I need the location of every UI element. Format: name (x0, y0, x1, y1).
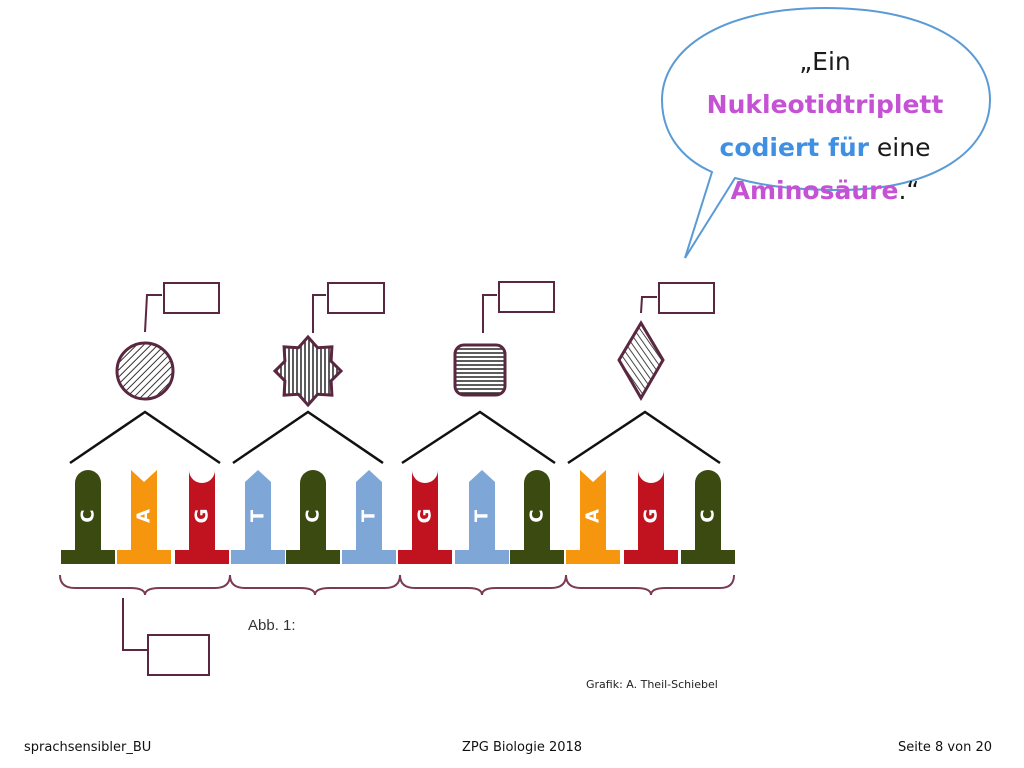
nucleotide-letter-A: A (583, 509, 604, 523)
nucleotide-base-C (510, 550, 564, 564)
roof-3 (401, 410, 556, 465)
amino-acid-circle (115, 341, 175, 401)
term-nucleotide-triplet: Nukleotidtriplett (706, 90, 944, 119)
roof-4 (567, 410, 721, 465)
roof-1 (69, 410, 221, 465)
amino-acid-rounded-square (453, 343, 507, 397)
nucleotide-letter-A: A (134, 509, 155, 523)
roof-2 (232, 410, 384, 465)
label-box-amino-acid-3 (498, 281, 555, 313)
brace-4 (565, 574, 735, 596)
figure-label: Abb. 1: (248, 617, 296, 634)
footer-right: Seite 8 von 20 (897, 740, 992, 755)
nucleotide-stem-T (245, 470, 271, 551)
amino-acid-shapes (115, 320, 665, 408)
nucleotide-base-T (455, 550, 509, 564)
amino-acid-star (272, 334, 344, 408)
nucleotide-letter-T: T (359, 509, 380, 522)
speech-bubble-text: „Ein Nukleotidtriplett codiert für eine … (680, 40, 970, 212)
brace-3 (399, 574, 567, 596)
nucleotide-stem-C (75, 470, 101, 551)
nucleotide-stem-A (580, 470, 606, 551)
nucleotide-base-C (681, 550, 735, 564)
nucleotide-letter-G: G (641, 509, 662, 524)
nucleotide-letter-C: C (78, 509, 99, 522)
label-box-amino-acid-1 (163, 282, 220, 314)
nucleotide-letter-C: C (303, 509, 324, 522)
graphic-credit: Grafik: A. Theil-Schiebel (586, 678, 718, 691)
nucleotide-base-A (117, 550, 171, 564)
brace-1 (59, 574, 231, 596)
nucleotide-letter-G: G (415, 509, 436, 524)
nucleotide-base-C (286, 550, 340, 564)
nucleotide-stem-C (524, 470, 550, 551)
nucleotide-stem-T (469, 470, 495, 551)
brace-2 (229, 574, 401, 596)
label-boxes (147, 281, 715, 676)
label-box-amino-acid-4 (658, 282, 715, 314)
nucleotide-base-T (342, 550, 396, 564)
text-eine: eine (868, 133, 931, 162)
nucleotide-stem-C (300, 470, 326, 551)
footer-left: sprachsensibler_BU (24, 740, 152, 755)
nucleotide-base-G (175, 550, 229, 564)
label-box-amino-acid-2 (327, 282, 385, 314)
amino-acid-diamond (617, 320, 665, 401)
label-connectors (122, 294, 657, 651)
nucleotide-letter-C: C (527, 509, 548, 522)
quote-open: „Ein (799, 47, 851, 76)
nucleotide-letter-C: C (698, 509, 719, 522)
term-codes-for: codiert für (719, 133, 869, 162)
nucleotide-stem-T (356, 470, 382, 551)
speech-bubble (660, 6, 992, 259)
nucleotide-base-T (231, 550, 285, 564)
nucleotide-stem-G (638, 470, 664, 551)
nucleotide-letter-T: T (472, 509, 493, 522)
nucleotide-stem-G (412, 470, 438, 551)
triplet-braces (59, 574, 735, 596)
quote-close: .“ (898, 176, 920, 205)
nucleotide-letter-G: G (192, 509, 213, 524)
triplet-roofs (69, 410, 721, 465)
nucleotide-stem-G (189, 470, 215, 551)
term-amino-acid: Aminosäure (730, 176, 899, 205)
nucleotide-letter-T: T (248, 509, 269, 522)
nucleotide-stem-A (131, 470, 157, 551)
footer-center: ZPG Biologie 2018 (462, 740, 583, 755)
nucleotide-base-G (398, 550, 452, 564)
nucleotide-base-G (624, 550, 678, 564)
nucleotide-stem-C (695, 470, 721, 551)
nucleotide-base-C (61, 550, 115, 564)
nucleotide-base-A (566, 550, 620, 564)
label-box-triplet (147, 634, 210, 676)
